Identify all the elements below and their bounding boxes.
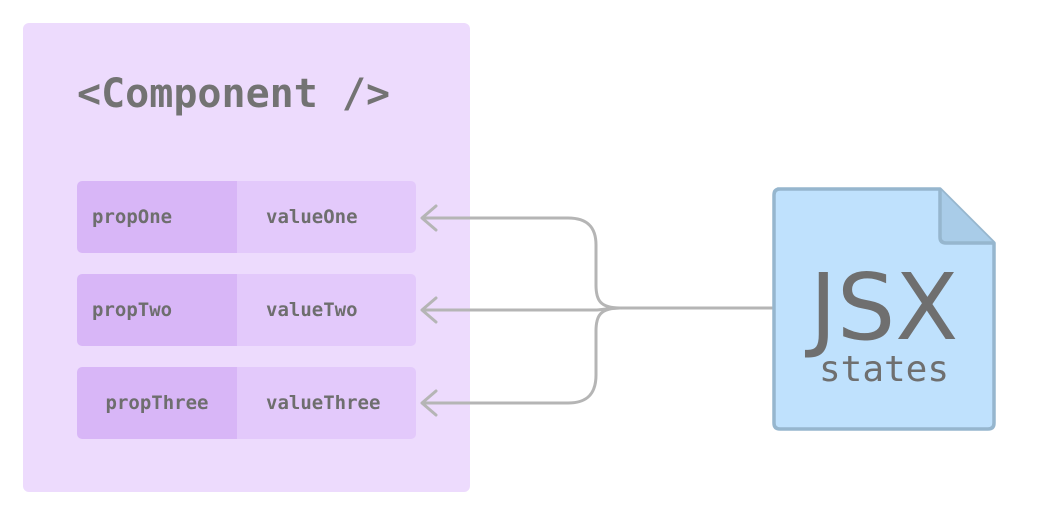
connector-bottom <box>422 306 622 405</box>
prop-row-two: propTwo valueTwo <box>77 274 416 346</box>
connector-middle <box>422 306 622 312</box>
connector-top <box>422 216 622 310</box>
arrowhead-top <box>420 204 438 232</box>
prop-value: valueTwo <box>266 299 358 321</box>
jsx-label: JSX <box>809 254 959 361</box>
arrowhead-middle <box>420 296 438 324</box>
prop-row-three: propThree valueThree <box>77 367 416 439</box>
prop-name: propOne <box>77 181 237 253</box>
prop-row-one: propOne valueOne <box>77 181 416 253</box>
prop-name: propTwo <box>77 274 237 346</box>
arrowhead-bottom <box>420 389 438 417</box>
states-label: states <box>818 349 950 390</box>
jsx-file-icon <box>772 187 996 431</box>
prop-value: valueThree <box>266 392 381 414</box>
prop-name: propThree <box>77 367 237 439</box>
prop-value: valueOne <box>266 206 358 228</box>
component-title: <Component /> <box>77 71 391 117</box>
